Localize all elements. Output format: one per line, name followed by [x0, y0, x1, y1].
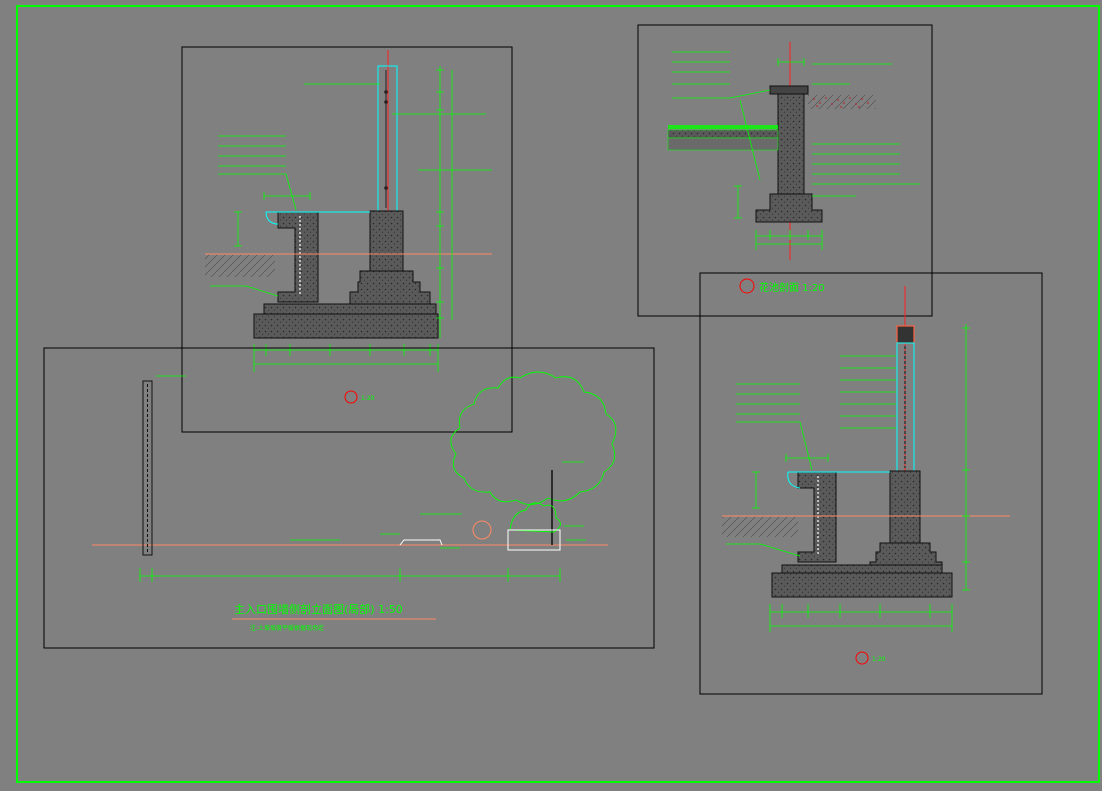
wall-section-a-border — [181, 46, 513, 433]
curb-section-panel[interactable]: 花池剖面 1:20 — [637, 24, 933, 317]
curb-body — [777, 93, 805, 195]
curb-cap — [769, 85, 809, 95]
planter-soil — [808, 95, 876, 109]
dimension-lines-a — [234, 66, 453, 372]
bench-top-outline-a — [265, 211, 370, 225]
wall-section-a-panel[interactable]: 1:20 — [181, 46, 513, 433]
drawing-frame — [16, 5, 1100, 783]
annotations-b — [672, 51, 920, 197]
scale-label-d: 1:20 — [872, 656, 886, 663]
main-elevation-title: 主入口围墙侧剖立面图(局部) 1:50 — [234, 602, 403, 616]
callout-circle-d — [855, 651, 869, 665]
stepped-footing-a — [349, 270, 431, 306]
main-elevation-border — [43, 347, 655, 649]
base-slab-d1 — [781, 564, 943, 574]
bolt-a3 — [384, 186, 388, 190]
wall-column-a — [369, 210, 404, 272]
raised-slope — [399, 539, 443, 546]
curb-footing — [755, 193, 823, 223]
annotations-main — [156, 375, 586, 549]
left-wall-post — [142, 380, 153, 556]
dimension-lines-b — [734, 58, 823, 250]
tree-canopy — [450, 371, 617, 505]
base-slab-a2 — [253, 313, 439, 339]
bolt-a2 — [384, 100, 388, 104]
soil-a — [205, 255, 275, 277]
shrub-cluster — [509, 502, 561, 533]
paving-layer-2 — [667, 129, 779, 139]
dimension-lines-main — [139, 568, 561, 582]
wall-column-d — [889, 470, 921, 544]
bench-seat-a — [277, 211, 319, 303]
callout-circle-a — [344, 390, 358, 404]
bench-top-outline-d — [787, 471, 890, 489]
curb-section-border — [637, 24, 933, 317]
wall-section-b-panel[interactable]: 1:20 — [699, 272, 1043, 695]
planter-box — [507, 529, 561, 551]
bench-seat-d — [797, 471, 837, 563]
base-slab-a — [263, 303, 437, 315]
scale-label-a: 1:20 — [361, 395, 375, 402]
dimension-lines-d — [752, 324, 970, 632]
planter-soil-flecks — [813, 97, 869, 108]
post-cap-d — [896, 325, 915, 344]
main-elevation-subtitle: 注:土坡坡度平缓根据现场定 — [250, 624, 324, 632]
annotations-d — [726, 355, 896, 557]
bolt-a1 — [384, 90, 388, 94]
callout-circle-b — [739, 278, 755, 294]
annotations-a — [210, 83, 492, 297]
paving-layer-3 — [667, 137, 779, 151]
soil-d — [722, 517, 798, 537]
main-elevation-panel[interactable]: 主入口围墙侧剖立面图(局部) 1:50 注:土坡坡度平缓根据现场定 — [43, 347, 655, 649]
base-slab-d2 — [771, 572, 953, 598]
wall-section-b-border — [699, 272, 1043, 695]
paving-layer-1 — [668, 125, 778, 129]
curb-section-title: 花池剖面 1:20 — [759, 281, 825, 294]
boulder — [472, 520, 492, 540]
